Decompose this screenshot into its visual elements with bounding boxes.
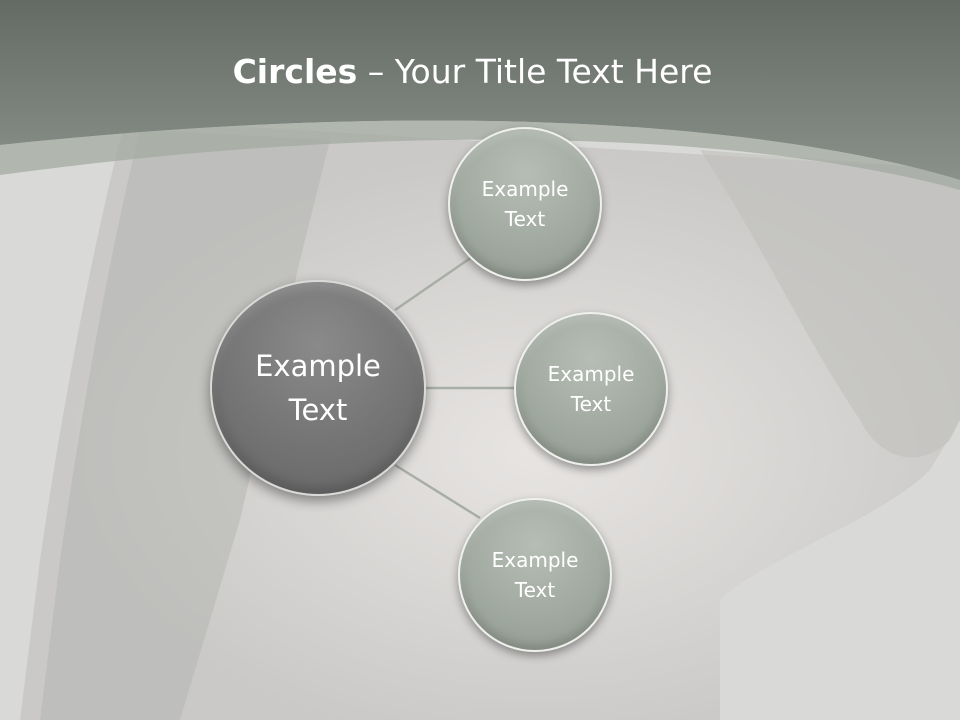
slide-title: Circles – Your Title Text Here	[0, 52, 945, 91]
background-shadow-right	[700, 150, 960, 458]
header-wave	[0, 120, 960, 190]
node-circle-top-label: Example Text	[481, 177, 569, 231]
node-circle-middle-label: Example Text	[547, 362, 635, 416]
connector-line-3	[394, 463, 481, 520]
node-circle-bottom: Example Text	[458, 498, 612, 652]
center-circle: Example Text	[210, 280, 426, 496]
connector-line-1	[394, 255, 473, 312]
node-circle-bottom-label: Example Text	[491, 548, 579, 602]
title-bold: Circles	[232, 52, 358, 91]
node-circle-top: Example Text	[448, 127, 602, 281]
title-rest: – Your Title Text Here	[357, 52, 713, 91]
center-circle-label: Example Text	[255, 349, 381, 427]
node-circle-middle: Example Text	[514, 312, 668, 466]
background-shadow-left	[40, 130, 330, 720]
header-band	[0, 0, 960, 180]
